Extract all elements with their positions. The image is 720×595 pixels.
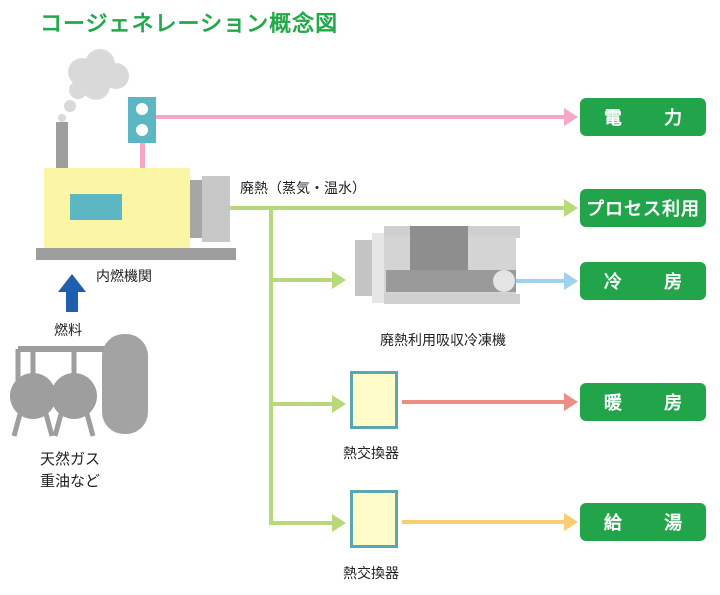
fuel-source-label-2: 重油など	[40, 472, 101, 490]
fuel-label: 燃料	[54, 323, 82, 339]
heat-exchanger-2-label: 熱交換器	[343, 566, 399, 582]
chiller-arrowhead	[332, 271, 346, 289]
chiller-icon	[355, 226, 520, 304]
process-arrowhead	[564, 199, 578, 217]
exchanger-1-arrowhead	[332, 395, 346, 413]
hotwater-arrowhead	[564, 513, 578, 531]
signal-connector	[140, 140, 145, 168]
exchanger-2-arrowhead	[332, 514, 346, 532]
signal-lamp-icon	[128, 97, 156, 143]
engine-icon	[36, 168, 236, 260]
output-cooling: 冷 房	[580, 262, 706, 300]
output-process: プロセス利用	[580, 189, 706, 227]
chimney	[56, 122, 68, 170]
chiller-label: 廃熱利用吸収冷凍機	[380, 333, 506, 349]
heat-exchanger-2	[350, 490, 398, 548]
output-heating: 暖 房	[580, 383, 706, 421]
heating-arrowhead	[564, 393, 578, 411]
electric-arrowhead	[564, 108, 578, 126]
cooling-arrowhead	[564, 272, 578, 290]
fuel-arrow-icon	[58, 274, 86, 312]
fuel-source-label-1: 天然ガス	[40, 450, 101, 468]
page-title: コージェネレーション概念図	[40, 12, 339, 37]
output-hot-water: 給 湯	[580, 503, 706, 541]
waste-heat-label: 廃熱（蒸気・温水）	[240, 181, 366, 197]
heat-exchanger-1	[350, 371, 398, 429]
gas-tank-icon	[10, 334, 148, 437]
heat-exchanger-1-label: 熱交換器	[343, 446, 399, 462]
smoke-cloud-icon	[58, 49, 129, 122]
output-electricity: 電 力	[580, 98, 706, 136]
engine-label: 内燃機関	[96, 269, 152, 285]
